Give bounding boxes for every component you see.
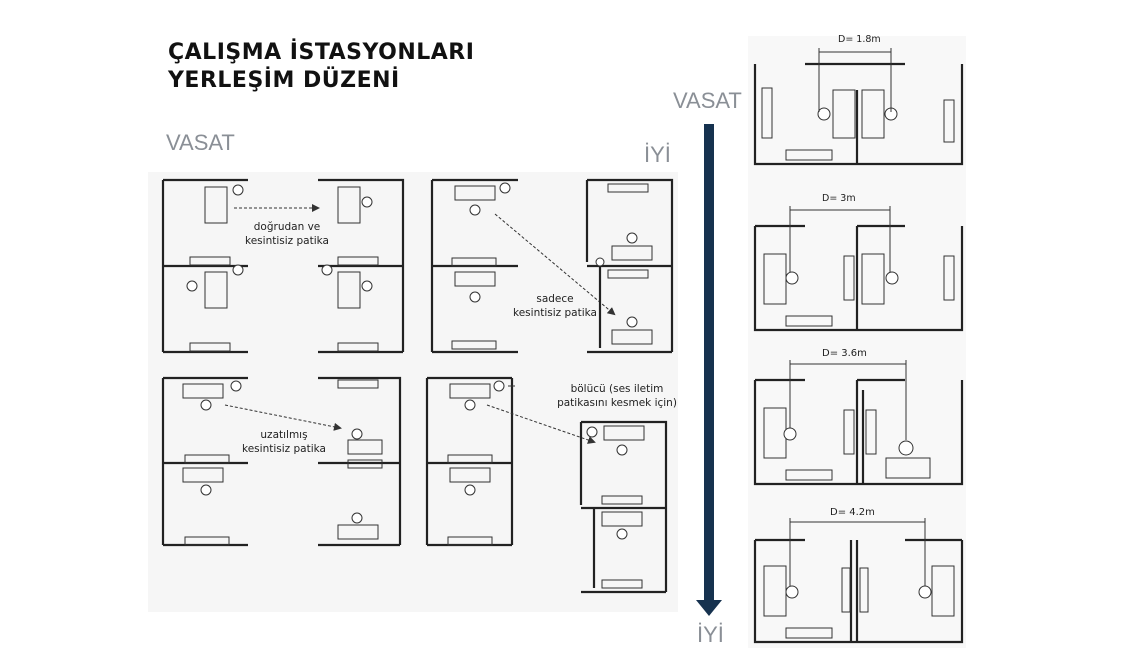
layout-b-only-path (430, 178, 616, 354)
layout-d-extended-path (161, 376, 402, 547)
left-label-iyi: İYİ (644, 142, 671, 167)
right-layout-3 (753, 360, 964, 486)
layout-e-divider (425, 376, 596, 547)
distance-label-1: D= 1.8m (838, 34, 881, 45)
left-paper (148, 172, 678, 612)
right-label-vasat: VASAT (673, 88, 742, 113)
distance-label-3: D= 3.6m (822, 348, 867, 359)
right-layout-4 (753, 518, 964, 644)
left-label-vasat: VASAT (166, 130, 235, 155)
right-layout-2 (753, 206, 964, 332)
layout-a-direct-path (161, 178, 405, 354)
quality-arrow (696, 124, 722, 616)
note-extended-path: uzatılmış kesintisiz patika (242, 429, 326, 455)
right-label-iyi: İYİ (697, 622, 724, 647)
distance-label-4: D= 4.2m (830, 507, 875, 518)
note-direct-path: doğrudan ve kesintisiz patika (245, 221, 329, 247)
note-divider: bölücü (ses iletim patikasını kesmek içi… (557, 383, 677, 409)
distance-label-2: D= 3m (822, 193, 856, 204)
title-line-1: ÇALIŞMA İSTASYONLARI (168, 40, 475, 65)
layout-f-good (579, 420, 668, 594)
right-layout-1 (753, 48, 964, 166)
note-only-path: sadece kesintisiz patika (513, 293, 597, 319)
layout-c-good (585, 178, 674, 354)
title-line-2: YERLEŞİM DÜZENİ (168, 68, 400, 93)
